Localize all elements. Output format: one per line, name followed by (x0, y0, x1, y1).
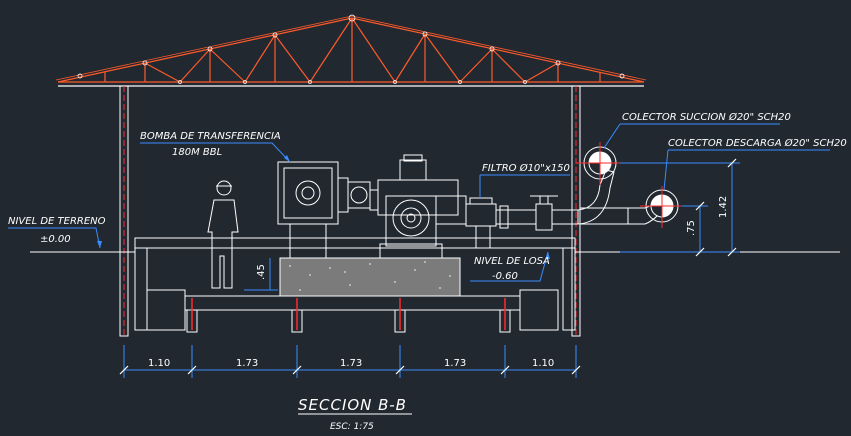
leader-arrows (97, 155, 550, 259)
right-column (571, 85, 581, 337)
left-column (119, 85, 129, 337)
pump-base (279, 257, 461, 297)
dimension-4: 1.73 (444, 358, 466, 369)
ground-level-value: ±0.00 (40, 234, 71, 245)
filter-label: FILTRO Ø10"x150 (482, 162, 570, 174)
dimension-ticks (119, 158, 737, 375)
foundation-piers (186, 309, 511, 333)
discharge-header-pipe (640, 186, 684, 228)
pump-motor (277, 161, 371, 259)
dimension-3: 1.73 (340, 358, 362, 369)
dimension-height-75: .75 (686, 220, 697, 236)
pipe-filter (465, 169, 669, 249)
pump-title-label: BOMBA DE TRANSFERENCIA (140, 131, 281, 142)
ground-level-title: NIVEL DE TERRENO (8, 216, 106, 227)
rebar-markers (191, 298, 506, 330)
section-title: SECCION B-B (298, 396, 407, 414)
slab-level-title: NIVEL DE LOSA (474, 256, 550, 267)
dimension-height-142: 1.42 (718, 196, 729, 218)
pump-casing (369, 154, 467, 259)
human-figure-icon (207, 180, 239, 289)
dimension-height-45: .45 (256, 264, 267, 280)
roof-truss (55, 15, 647, 87)
suction-header-pipe (576, 142, 624, 185)
leader-lines (8, 123, 830, 282)
truss-nodes (77, 14, 625, 84)
dimension-1: 1.10 (148, 358, 170, 369)
section-scale: ESC: 1:75 (330, 422, 374, 432)
discharge-header-label: COLECTOR DESCARGA Ø20" SCH20 (668, 137, 847, 149)
pump-capacity-label: 180M BBL (172, 147, 222, 158)
dimension-5: 1.10 (532, 358, 554, 369)
vertical-dimensions (244, 162, 740, 291)
slab-level-value: -0.60 (492, 271, 518, 282)
dimension-2: 1.73 (236, 358, 258, 369)
bottom-dimension-line (123, 345, 577, 378)
suction-header-label: COLECTOR SUCCION Ø20" SCH20 (622, 111, 791, 123)
